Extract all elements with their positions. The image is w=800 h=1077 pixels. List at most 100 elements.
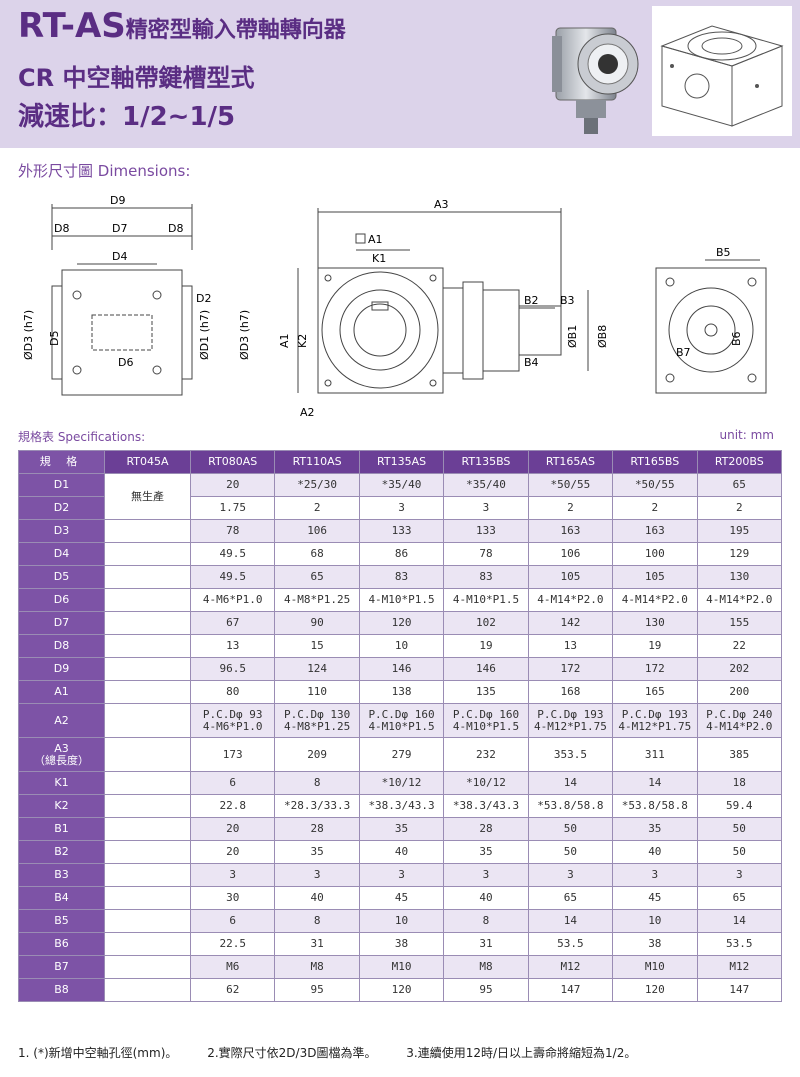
- table-cell: 14: [527, 909, 614, 933]
- table-cell: 3: [443, 496, 529, 520]
- table-cell: 83: [443, 565, 529, 589]
- table-cell: *53.8/58.8: [612, 794, 698, 818]
- rt045-empty-cell: [104, 519, 191, 543]
- table-cell: 68: [274, 542, 360, 566]
- label-b3: B3: [560, 294, 575, 307]
- table-cell: 133: [443, 519, 529, 543]
- table-cell: 202: [696, 657, 783, 681]
- label-d8-left: D8: [54, 222, 69, 235]
- table-cell: 1.75: [189, 496, 276, 520]
- table-cell: 163: [612, 519, 698, 543]
- row-label: D1: [18, 473, 105, 497]
- header-model: RT045A: [104, 450, 191, 474]
- table-cell: 50: [696, 840, 783, 864]
- table-cell: 31: [274, 932, 360, 956]
- label-a1-top: A1: [368, 233, 383, 246]
- header-model: RT080AS: [189, 450, 276, 474]
- table-cell: 133: [358, 519, 445, 543]
- table-cell: 129: [696, 542, 783, 566]
- table-cell: P.C.Dφ 160 4-M10*P1.5: [443, 703, 529, 738]
- header-model: RT200BS: [696, 450, 783, 474]
- label-d3-left: ØD3 (h7): [22, 310, 35, 360]
- table-cell: 4-M6*P1.0: [189, 588, 276, 612]
- table-cell: *25/30: [274, 473, 360, 497]
- table-cell: 173: [189, 737, 276, 772]
- header-model: RT165BS: [612, 450, 698, 474]
- table-cell: M6: [189, 955, 276, 979]
- table-cell: M10: [612, 955, 698, 979]
- row-label: B1: [18, 817, 105, 841]
- table-cell: 19: [612, 634, 698, 658]
- rt045-empty-cell: [104, 909, 191, 933]
- table-cell: 106: [527, 542, 614, 566]
- table-cell: 65: [696, 473, 783, 497]
- header-spec-label: 規 格: [18, 450, 105, 474]
- label-d5: D5: [48, 331, 61, 346]
- label-a3: A3: [434, 198, 449, 211]
- header-model: RT110AS: [274, 450, 360, 474]
- specifications-title: 規格表 Specifications:: [18, 430, 146, 444]
- table-cell: *53.8/58.8: [527, 794, 614, 818]
- row-label: B7: [18, 955, 105, 979]
- table-cell: 105: [527, 565, 614, 589]
- table-cell: 6: [189, 771, 276, 795]
- table-cell: 45: [358, 886, 445, 910]
- table-cell: 8: [274, 909, 360, 933]
- row-label: D8: [18, 634, 105, 658]
- label-a2: A2: [300, 406, 315, 419]
- table-cell: 135: [443, 680, 529, 704]
- table-cell: 195: [696, 519, 783, 543]
- page-subtitle: CR 中空軸帶鍵槽型式: [18, 64, 255, 92]
- rt045-empty-cell: [104, 588, 191, 612]
- table-cell: 15: [274, 634, 360, 658]
- table-cell: 14: [696, 909, 783, 933]
- table-cell: 80: [189, 680, 276, 704]
- rt045-empty-cell: [104, 978, 191, 1002]
- table-cell: 120: [612, 978, 698, 1002]
- rt045-empty-cell: [104, 657, 191, 681]
- note-2: 2.實際尺寸依2D/3D圖檔為準。: [207, 1046, 377, 1060]
- table-cell: *50/55: [612, 473, 698, 497]
- table-cell: P.C.Dφ 130 4-M8*P1.25: [274, 703, 360, 738]
- dimensions-title: 外形尺寸圖 Dimensions:: [18, 162, 191, 180]
- row-label: A2: [18, 703, 105, 738]
- table-cell: 10: [358, 634, 445, 658]
- header-banner: RT-AS精密型輸入帶軸轉向器 CR 中空軸帶鍵槽型式 減速比：1/2~1/5: [0, 0, 800, 148]
- unit-label: unit: mm: [719, 428, 775, 442]
- label-d7: D7: [112, 222, 127, 235]
- table-cell: P.C.Dφ 240 4-M14*P2.0: [696, 703, 783, 738]
- table-cell: 53.5: [527, 932, 614, 956]
- note-3: 3.連續使用12時/日以上壽命將縮短為1/2。: [406, 1046, 637, 1060]
- table-cell: 138: [358, 680, 445, 704]
- table-cell: 38: [358, 932, 445, 956]
- table-cell: 3: [358, 496, 445, 520]
- specifications-table: 規 格 RT045A RT080AS RT110AS RT135AS RT135…: [18, 450, 783, 1002]
- rt045-empty-cell: [104, 955, 191, 979]
- rt045-empty-cell: [104, 771, 191, 795]
- table-cell: 95: [443, 978, 529, 1002]
- table-cell: 78: [443, 542, 529, 566]
- table-cell: 120: [358, 978, 445, 1002]
- table-cell: 142: [527, 611, 614, 635]
- rt045-empty-cell: [104, 565, 191, 589]
- product-name: 精密型輸入帶軸轉向器: [125, 18, 346, 43]
- table-cell: 45: [612, 886, 698, 910]
- rt045-empty-cell: [104, 932, 191, 956]
- table-cell: 59.4: [696, 794, 783, 818]
- label-k2: K2: [296, 334, 309, 348]
- table-cell: M8: [274, 955, 360, 979]
- label-d2: D2: [196, 292, 211, 305]
- rt045-empty-cell: [104, 817, 191, 841]
- table-cell: M10: [358, 955, 445, 979]
- label-b8: ØB8: [596, 325, 609, 348]
- table-cell: *28.3/33.3: [274, 794, 360, 818]
- table-cell: 10: [612, 909, 698, 933]
- table-cell: M12: [696, 955, 783, 979]
